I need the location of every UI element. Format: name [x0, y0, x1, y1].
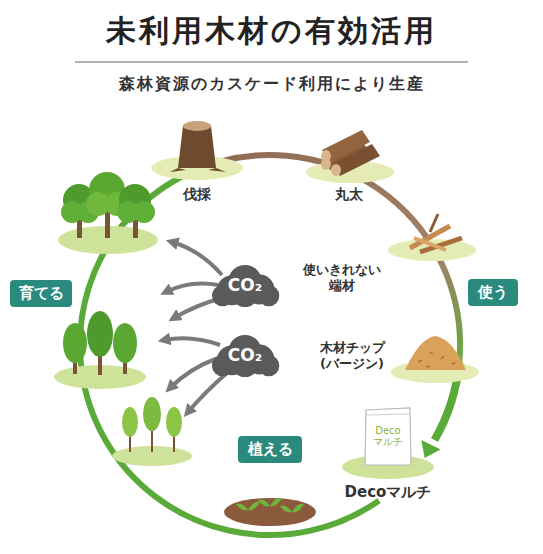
co2-cloud-text: CO₂ — [214, 346, 276, 366]
bag-body — [365, 408, 411, 465]
co2-arrows — [164, 338, 220, 345]
co2-cloud: CO₂ — [212, 264, 278, 308]
title-divider — [75, 61, 468, 63]
young-trees — [143, 397, 161, 431]
mulch-bag-text: Deco マルチ — [366, 425, 410, 448]
big-trees — [58, 172, 158, 254]
medium-trees — [113, 323, 137, 363]
subtitle: 森林資源のカスケード利用により生産 — [0, 74, 543, 94]
stage-label: 使いきれない 端材 — [292, 262, 392, 295]
tree-stump — [151, 121, 243, 180]
diagram-title: 未利用木材の有効活用 — [0, 12, 543, 50]
tree-stump — [208, 168, 226, 172]
wood-chips — [418, 352, 455, 367]
logs — [321, 150, 331, 162]
offcuts — [388, 214, 476, 261]
offcuts — [414, 238, 446, 250]
tag-fill — [468, 279, 518, 306]
bag-seam — [366, 414, 410, 415]
co2-arrows — [172, 242, 222, 275]
planting-ground — [224, 498, 316, 526]
tree-stump — [170, 168, 186, 172]
medium-trees — [54, 311, 146, 389]
co2-cloud-text: CO₂ — [214, 276, 276, 296]
cycle-ring — [421, 440, 440, 458]
tree-stump — [183, 121, 211, 131]
logs — [322, 130, 370, 162]
medium-trees — [63, 323, 87, 363]
stage-tag-text: 使う — [470, 284, 516, 301]
stage-label: 丸太 — [322, 186, 376, 204]
tree-stump — [178, 126, 216, 168]
stage-label: 伐採 — [170, 186, 224, 204]
stage-label: 木材チップ (バージン) — [300, 340, 404, 373]
stage-tag-text: 育てる — [12, 285, 70, 302]
co2-cloud: CO₂ — [212, 334, 278, 378]
planting-ground — [258, 498, 282, 507]
big-trees — [133, 201, 155, 223]
logs — [306, 130, 394, 183]
title-divider — [75, 62, 468, 63]
planting-ground — [236, 502, 260, 511]
product-name: Decoマルチ — [324, 484, 452, 501]
logs — [331, 164, 341, 176]
co2-arrows — [188, 372, 228, 412]
offcuts — [388, 239, 476, 261]
co2-arrows — [166, 284, 218, 292]
mulch-bag: Deco マルチDecoマルチ — [364, 406, 412, 466]
young-trees — [112, 397, 192, 466]
planting-ground — [280, 504, 304, 513]
wood-chips — [405, 336, 466, 370]
co2-arrows — [170, 358, 218, 388]
young-trees — [166, 407, 182, 437]
stage-tag: 使う — [468, 279, 518, 306]
cycle-ring — [80, 155, 460, 535]
stage-tag-text: 植える — [240, 441, 300, 458]
planting-ground — [224, 498, 316, 526]
stage-tag: 植える — [238, 436, 302, 463]
tag-fill — [238, 436, 302, 463]
tag-fill — [10, 280, 72, 307]
wood-chips — [391, 336, 479, 383]
stage-tag: 育てる — [10, 280, 72, 307]
medium-trees — [87, 311, 113, 357]
offcuts — [430, 214, 438, 232]
young-trees — [122, 407, 138, 437]
co2-arrows — [164, 242, 228, 412]
